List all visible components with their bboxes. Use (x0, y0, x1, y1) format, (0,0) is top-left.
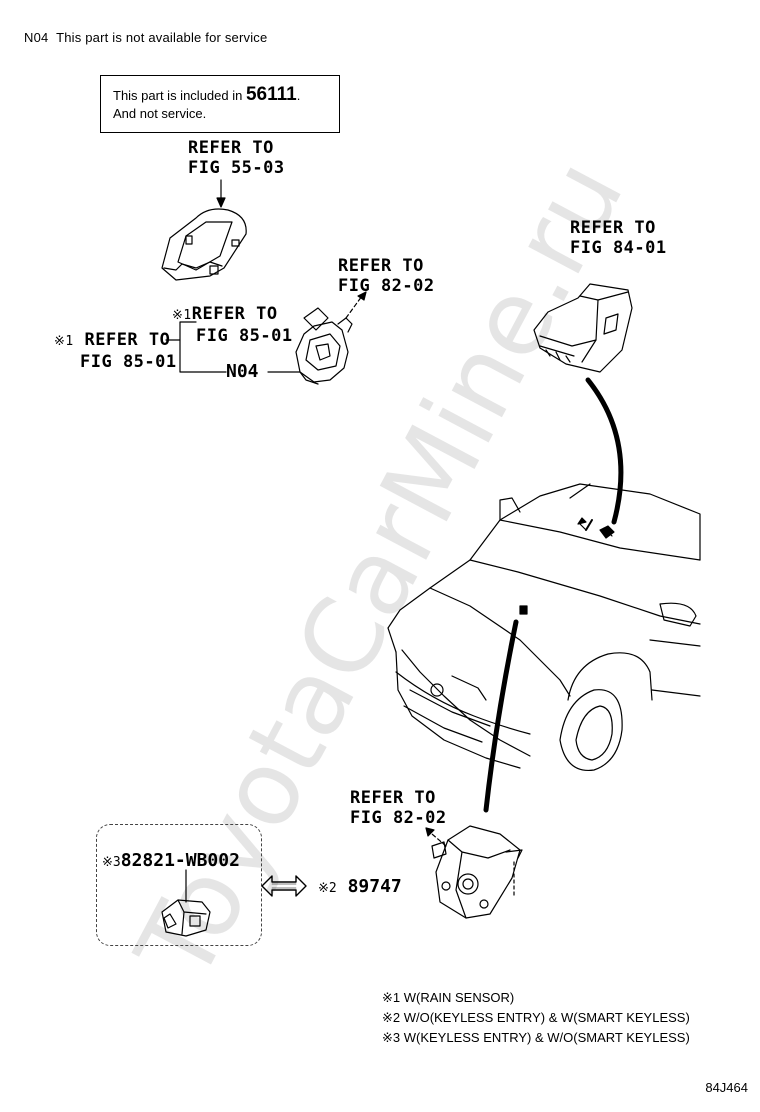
ref-fig-85-01-inner[interactable]: ※1REFER TO FIG 85-01 (172, 304, 293, 346)
leader-fig-82-02-bottom (425, 827, 447, 847)
connector-line-lower (483, 619, 519, 813)
included-note-box: This part is included in 56111. And not … (100, 75, 340, 133)
ref-fig-82-02-top[interactable]: REFER TO FIG 82-02 (338, 256, 435, 296)
header-note: N04 This part is not available for servi… (24, 30, 267, 45)
rain-sensor-icon (533, 283, 633, 373)
key-cover-icon (161, 208, 247, 281)
leader-fig-55-03 (216, 179, 226, 208)
connector-line-upper (585, 377, 624, 525)
note-line1: This part is included in (113, 88, 243, 103)
part-n04[interactable]: N04 (226, 361, 259, 382)
connector-icon (161, 899, 211, 937)
note-part-number[interactable]: 56111 (245, 84, 297, 105)
bracket-lines (165, 321, 301, 373)
header-text: This part is not available for service (56, 30, 268, 45)
part-89747[interactable]: ※2 89747 (318, 876, 402, 897)
battery-icon (303, 307, 329, 331)
note-line2: And not service. (113, 106, 207, 121)
ref-fig-82-02-bottom[interactable]: REFER TO FIG 82-02 (350, 788, 447, 828)
keyless-receiver-icon (431, 825, 523, 919)
note-period: . (296, 88, 301, 103)
legend-item-3: ※3 W(KEYLESS ENTRY) & W/O(SMART KEYLESS) (382, 1030, 690, 1045)
legend: ※1 W(RAIN SENSOR) ※2 W/O(KEYLESS ENTRY) … (382, 988, 690, 1048)
optional-part-box (96, 824, 262, 946)
ref-fig-85-01-outer[interactable]: ※1 REFER TO FIG 85-01 (54, 330, 177, 372)
double-arrow-icon (261, 875, 307, 897)
ref-fig-55-03[interactable]: REFER TO FIG 55-03 (188, 138, 285, 178)
leader-fig-82-02-top (345, 291, 367, 319)
legend-item-1: ※1 W(RAIN SENSOR) (382, 990, 515, 1005)
car-icon (387, 483, 701, 772)
smart-key-icon (295, 317, 353, 385)
figure-id: 84J464 (705, 1080, 748, 1095)
part-82821-wb002[interactable]: ※382821-WB002 (102, 850, 240, 871)
ref-fig-84-01[interactable]: REFER TO FIG 84-01 (570, 218, 667, 258)
legend-item-2: ※2 W/O(KEYLESS ENTRY) & W(SMART KEYLESS) (382, 1010, 690, 1025)
header-code: N04 (24, 30, 49, 45)
